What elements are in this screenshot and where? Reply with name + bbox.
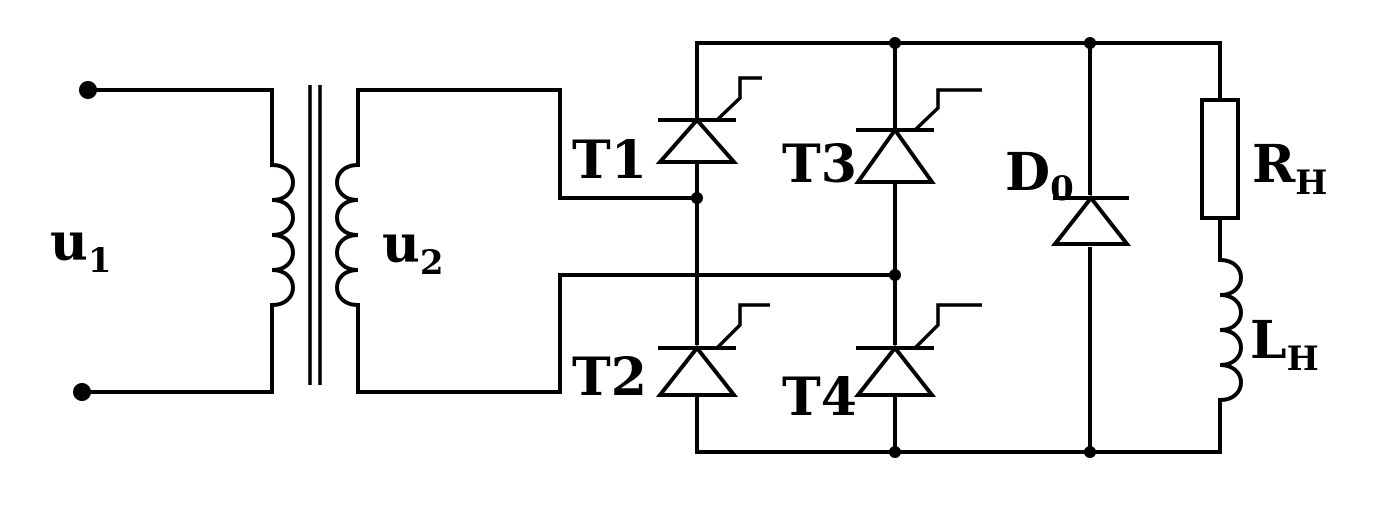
secondary-winding <box>335 162 361 308</box>
transformer-core <box>308 85 322 385</box>
primary-bottom-wire <box>80 303 274 394</box>
thyristor-t3 <box>854 88 982 184</box>
junction-nodes <box>691 37 1096 458</box>
load-inductor-lh <box>1217 257 1243 403</box>
label-t2: T2 <box>572 347 647 408</box>
top-rail <box>695 41 1222 102</box>
label-t4: T4 <box>782 367 857 428</box>
thyristor-t4 <box>853 303 982 397</box>
primary-winding <box>269 162 295 308</box>
secondary-bottom-wire <box>356 273 897 394</box>
secondary-top-wire <box>356 88 699 200</box>
label-t1: T1 <box>572 130 647 191</box>
input-terminals <box>73 81 274 401</box>
bottom-rail <box>695 398 1222 454</box>
primary-top-wire <box>86 88 274 167</box>
label-rh: RH <box>1252 134 1327 203</box>
label-u2: u2 <box>382 214 443 283</box>
label-d0: D0 <box>1005 142 1074 209</box>
load-resistor-rh <box>1200 98 1240 220</box>
freewheel-diode-d0 <box>1050 194 1132 247</box>
label-t3: T3 <box>782 134 857 195</box>
label-lh: LH <box>1250 310 1319 379</box>
thyristor-t2 <box>655 303 770 397</box>
thyristor-t1 <box>655 76 762 164</box>
label-u1: u1 <box>50 212 111 281</box>
